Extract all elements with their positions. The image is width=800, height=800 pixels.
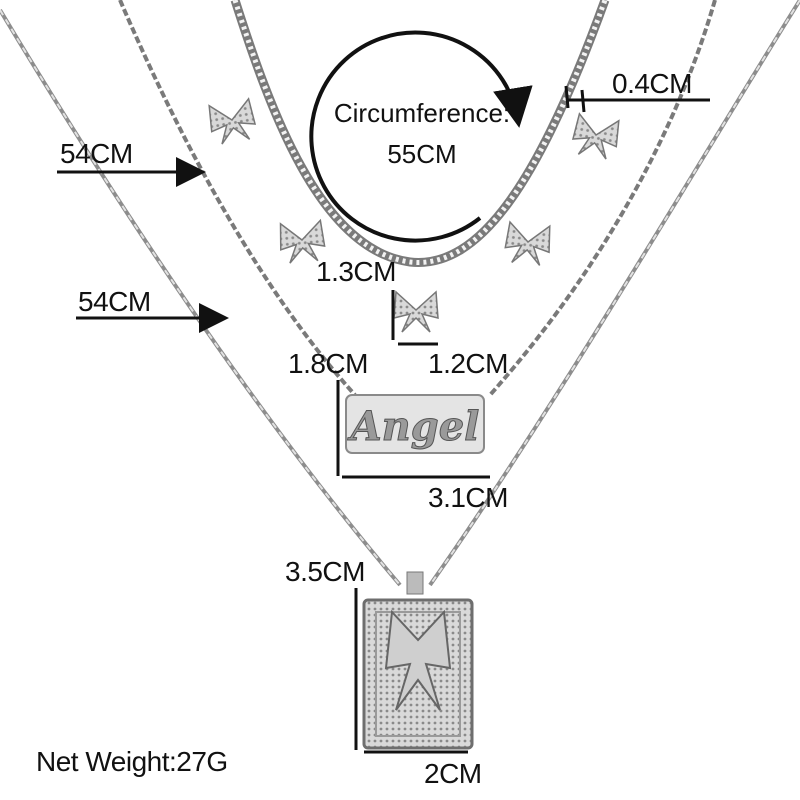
circumference-value: 55CM (387, 138, 457, 169)
circumference-arrow (309, 30, 533, 243)
angel-width-label: 3.1CM (428, 482, 508, 513)
net-weight-label: Net Weight:27G (36, 746, 228, 777)
circumference-label: Circumference: 55CM (312, 97, 532, 170)
butterfly-width-label: 1.2CM (428, 348, 508, 379)
nameplate-text: Angel (347, 403, 480, 450)
pendant-height-label: 3.5CM (285, 556, 365, 587)
link-width-label: 0.4CM (612, 68, 692, 99)
butterfly-charms (208, 97, 620, 333)
angel-height-label: 1.8CM (288, 348, 368, 379)
chain-length-label-1: 54CM (60, 138, 133, 169)
square-pendant (362, 571, 474, 750)
butterfly-height-label: 1.3CM (316, 256, 396, 287)
dimension-lines (57, 85, 710, 754)
rhinestone-chain (230, 0, 610, 267)
angel-nameplate: Angel (345, 394, 485, 454)
chain-length-label-2: 54CM (78, 286, 151, 317)
pendant-width-label: 2CM (424, 758, 482, 789)
long-chain (0, 0, 800, 587)
angel-chain (118, 0, 717, 397)
circumference-title: Circumference: (333, 98, 511, 128)
